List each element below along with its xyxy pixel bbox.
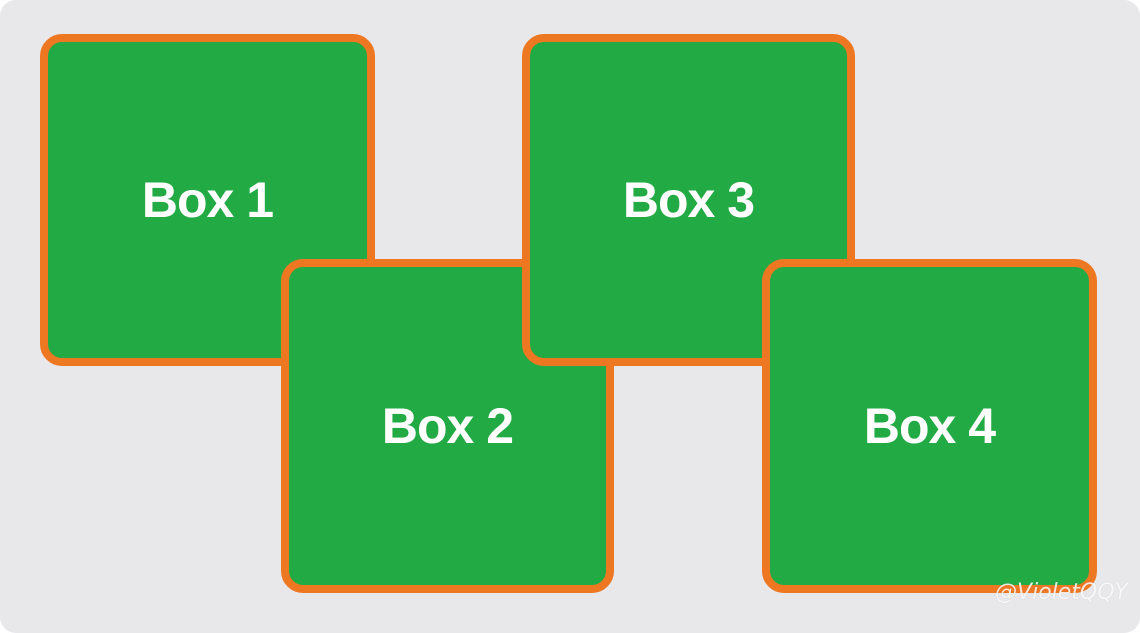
box-label: Box 3 [622,172,755,228]
box-1: Box 1 [40,34,375,366]
box-label: Box 1 [141,172,274,228]
box-label: Box 4 [863,398,996,454]
watermark: @VioletQQY [995,580,1128,605]
box-label: Box 2 [381,398,514,454]
box-4: Box 4 [762,259,1097,593]
box-2: Box 2 [281,259,614,593]
